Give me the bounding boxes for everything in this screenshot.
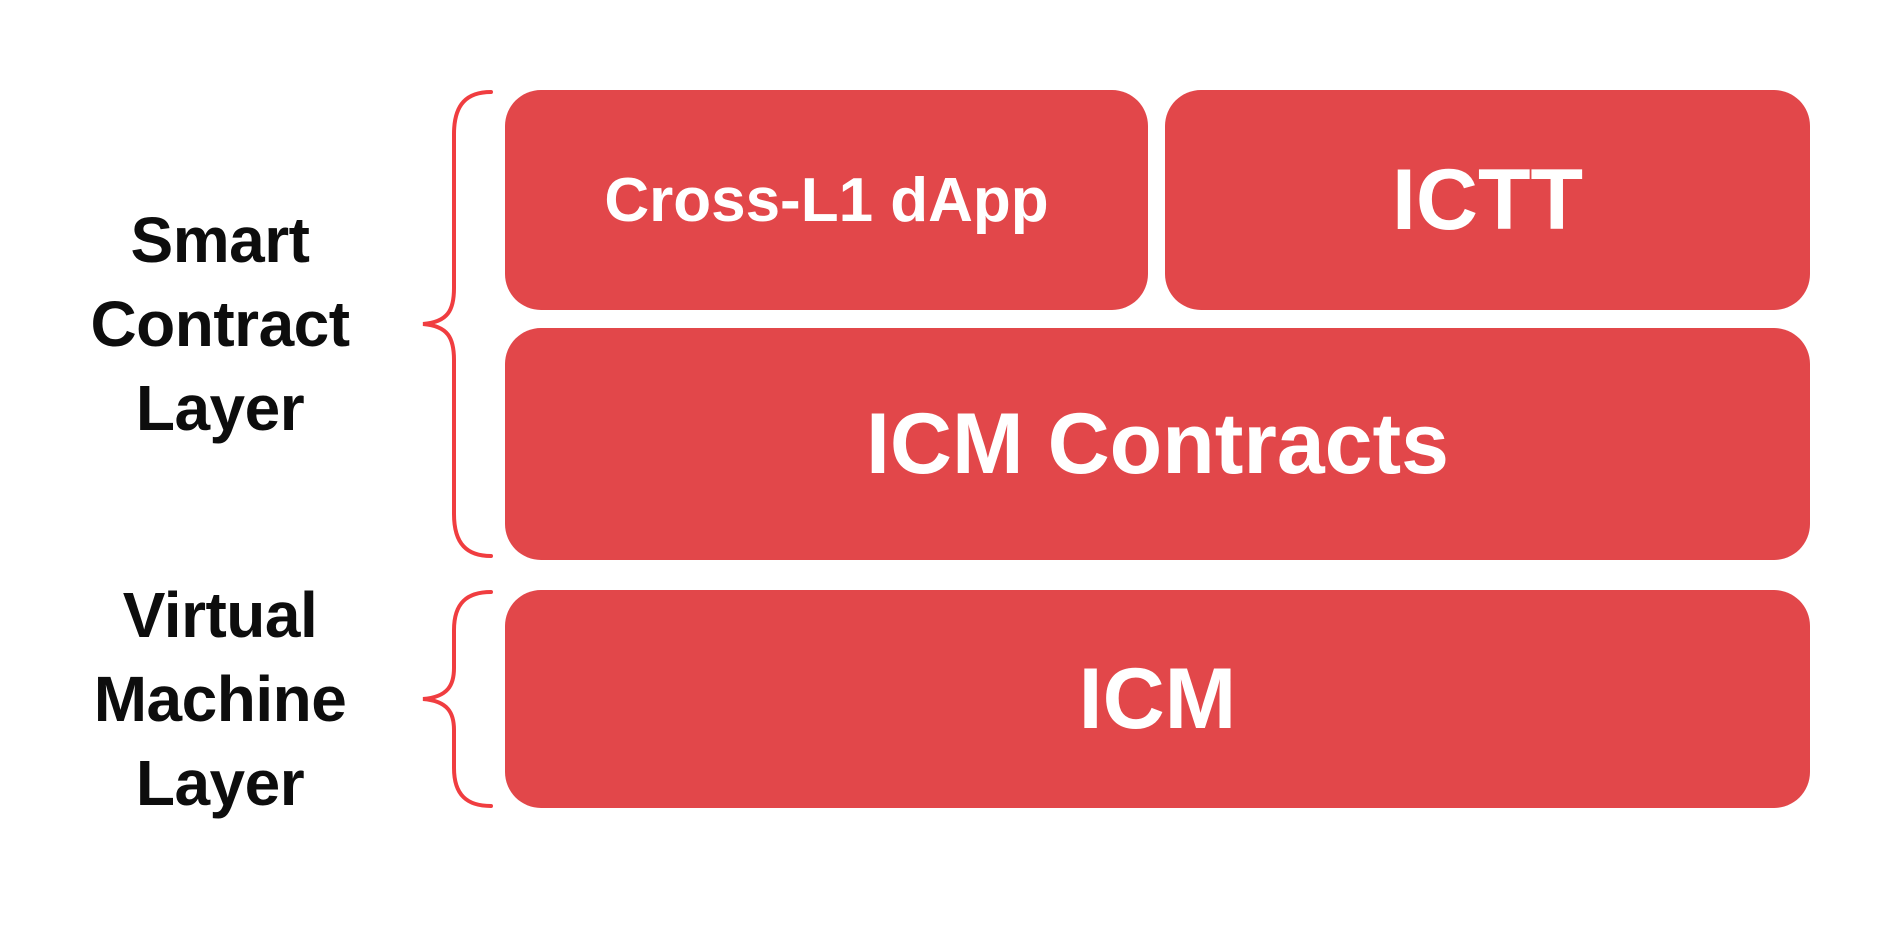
box-ictt: ICTT <box>1165 90 1810 310</box>
box-icm-contracts: ICM Contracts <box>505 328 1810 560</box>
box-cross-l1-dapp: Cross-L1 dApp <box>505 90 1148 310</box>
curly-brace-left-icon <box>422 590 493 808</box>
layer-label-smart-contract: Smart Contract Layer <box>90 204 350 444</box>
curly-brace-left-icon <box>422 90 493 558</box>
box-icm-label: ICM <box>1078 650 1237 747</box>
box-icm-contracts-label: ICM Contracts <box>866 395 1449 492</box>
box-ictt-label: ICTT <box>1391 151 1584 248</box>
layer-label-virtual-machine: Virtual Machine Layer <box>93 579 347 819</box>
box-cross-l1-dapp-label: Cross-L1 dApp <box>604 165 1049 235</box>
box-icm: ICM <box>505 590 1810 808</box>
